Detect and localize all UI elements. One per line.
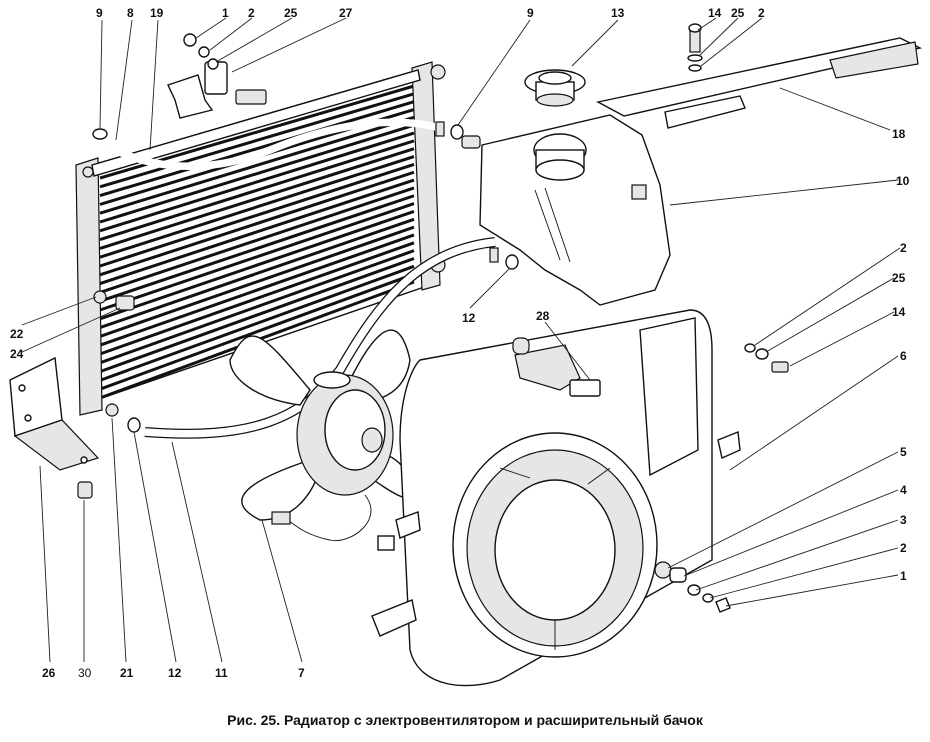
callout-30: 30 — [78, 666, 92, 680]
fan-shroud — [371, 309, 741, 687]
radiator-fin — [99, 202, 415, 312]
callout-28: 28 — [536, 309, 550, 323]
radiator-fin — [99, 264, 415, 382]
callout-13: 13 — [611, 6, 625, 20]
callout-21: 21 — [120, 666, 134, 680]
callout-12: 12 — [168, 666, 182, 680]
callout-25: 25 — [284, 6, 298, 20]
callout-22: 22 — [10, 327, 24, 341]
callout-18: 18 — [892, 127, 906, 141]
side-bracket — [9, 356, 100, 499]
callout-26: 26 — [42, 666, 56, 680]
expansion-tank — [461, 114, 671, 306]
radiator-fin — [99, 210, 415, 321]
callout-14: 14 — [708, 6, 722, 20]
tank-bracket — [595, 23, 923, 129]
callout-24: 24 — [10, 347, 24, 361]
radiator-fin — [99, 123, 415, 224]
radiator-fin — [99, 194, 415, 303]
radiator-fin — [99, 155, 415, 259]
radiator-fin — [99, 139, 415, 242]
callout-19: 19 — [150, 6, 164, 20]
electric-fan — [229, 329, 414, 551]
radiator-fin — [99, 115, 415, 215]
callout-7: 7 — [298, 666, 305, 680]
callout-25: 25 — [892, 271, 906, 285]
callout-5: 5 — [900, 445, 907, 459]
radiator-fin — [99, 186, 415, 294]
fitting-21 — [105, 403, 119, 417]
bracket-27 — [167, 33, 267, 119]
radiator-fin — [99, 257, 415, 374]
callout-9: 9 — [96, 6, 103, 20]
callout-2: 2 — [900, 241, 907, 255]
radiator-fins — [99, 84, 415, 400]
figure-caption: Рис. 25. Радиатор с электровентилятором … — [227, 712, 703, 728]
radiator-fin — [99, 170, 415, 277]
radiator-fin — [99, 100, 415, 198]
callout-3: 3 — [900, 513, 907, 527]
radiator-fin — [99, 131, 415, 233]
drain-plug-24 — [115, 295, 135, 311]
radiator-fin — [99, 225, 415, 338]
callout-11: 11 — [215, 666, 228, 680]
callout-4: 4 — [900, 483, 907, 497]
callout-14: 14 — [892, 305, 906, 319]
hoses — [92, 118, 519, 439]
callout-1: 1 — [222, 6, 229, 20]
radiator-fin — [99, 178, 415, 286]
callout-1: 1 — [900, 569, 907, 583]
radiator-fin — [99, 272, 415, 391]
shroud-fasteners — [654, 343, 789, 613]
callout-10: 10 — [896, 174, 910, 188]
sealing-ring-22 — [93, 290, 107, 304]
radiator-fin — [99, 241, 415, 356]
callout-27: 27 — [339, 6, 353, 20]
callout-12: 12 — [462, 311, 476, 325]
radiator-fin — [99, 92, 415, 189]
callout-25: 25 — [731, 6, 745, 20]
radiator — [75, 61, 446, 417]
callout-8: 8 — [127, 6, 134, 20]
callout-2: 2 — [900, 541, 907, 555]
radiator-fin — [99, 162, 415, 268]
callout-2: 2 — [758, 6, 765, 20]
callout-2: 2 — [248, 6, 255, 20]
radiator-fin — [99, 147, 415, 250]
tank-cap — [524, 69, 586, 107]
callout-6: 6 — [900, 349, 907, 363]
callout-9: 9 — [527, 6, 534, 20]
radiator-fin — [99, 233, 415, 347]
leader-lines — [21, 17, 901, 663]
callouts: 9 8 19 1 2 25 27 9 13 14 25 2 18 10 2 25… — [10, 6, 910, 680]
radiator-fin — [99, 217, 415, 330]
radiator-fin — [99, 249, 415, 365]
